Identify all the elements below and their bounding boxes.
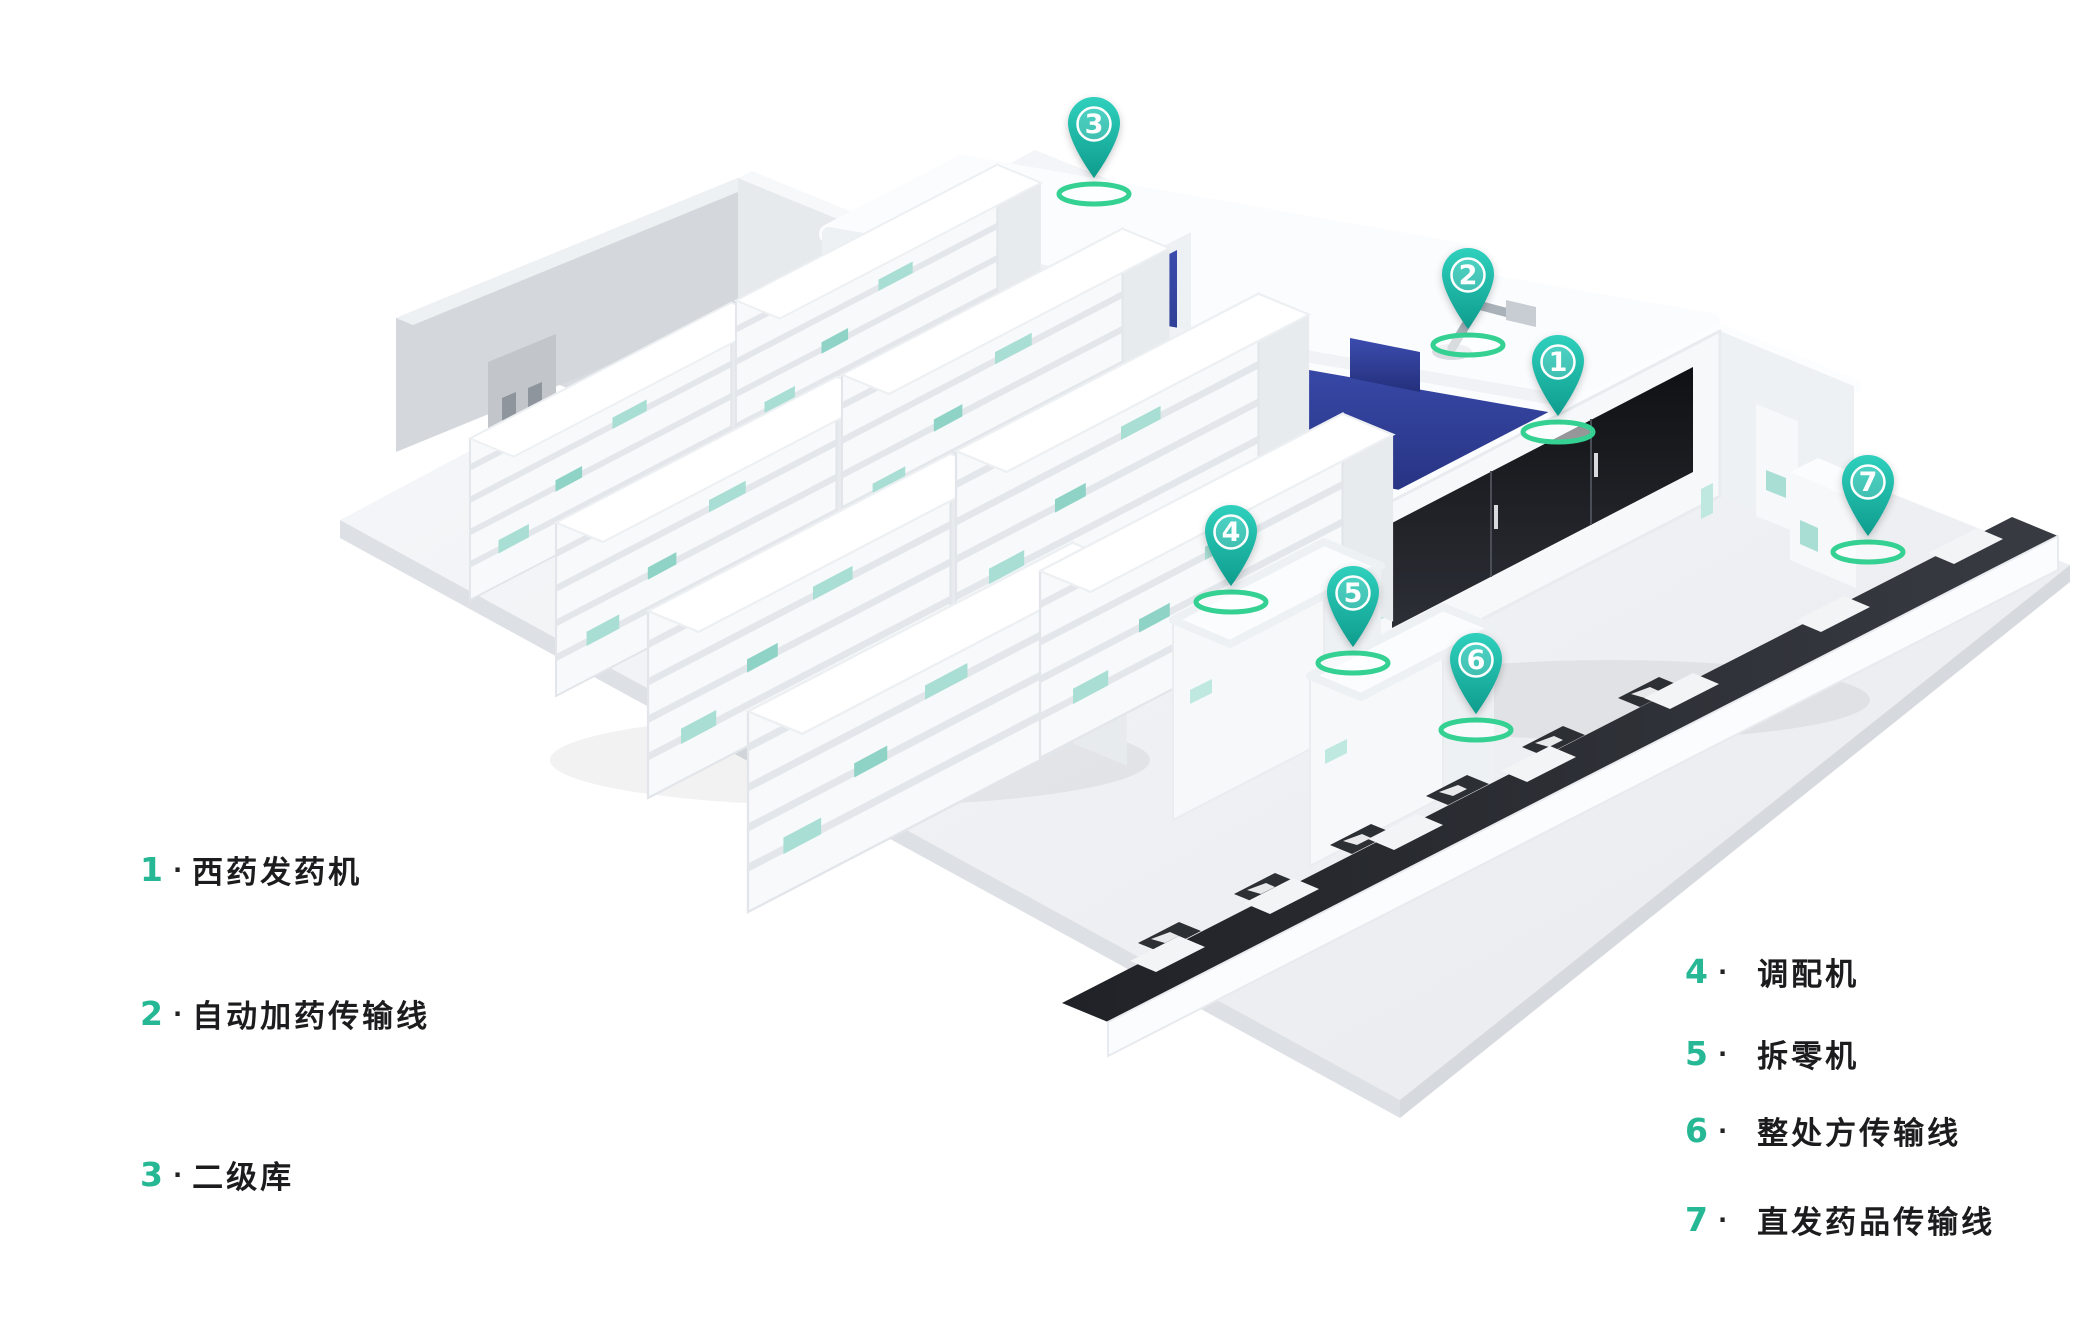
location-pin-icon: [1450, 633, 1502, 714]
pin-ground-ring: [1056, 181, 1132, 207]
legend-label: 直发药品传输线: [1757, 1205, 1996, 1241]
dispensing-machine: [1358, 324, 1884, 682]
location-pin-icon: [1205, 505, 1257, 586]
location-pin-icon: [1442, 248, 1494, 329]
legend-number: 1: [140, 850, 163, 889]
legend-number: 3: [140, 1155, 163, 1194]
legend-dot: ·: [172, 855, 183, 884]
direct-dispatch-conveyor: [1062, 517, 2059, 1058]
location-pin-icon: [1532, 335, 1584, 416]
pin-number: 2: [1458, 259, 1478, 291]
legend-dot: ·: [1717, 1039, 1728, 1068]
pin-ground-ring: [1315, 650, 1391, 676]
legend-dot: ·: [1717, 1205, 1728, 1234]
legend-item-6: 6 · 整处方传输线: [1685, 1108, 1961, 1153]
legend-label: 整处方传输线: [1757, 1116, 1962, 1152]
pin-number: 5: [1343, 577, 1363, 609]
pin-number: 3: [1084, 108, 1104, 140]
legend-number: 2: [140, 994, 163, 1033]
pin-number: 4: [1221, 516, 1241, 548]
refill-screen: [1350, 338, 1420, 392]
legend-dot: ·: [172, 999, 183, 1028]
legend-number: 6: [1685, 1111, 1708, 1150]
legend-item-5: 5 · 拆零机: [1685, 1031, 1859, 1076]
legend-number: 4: [1685, 952, 1708, 991]
pin-number: 7: [1858, 466, 1878, 498]
legend-item-3: 3 · 二级库: [140, 1152, 294, 1197]
dispenser-door-panel: [1392, 367, 1693, 628]
legend-label: 调配机: [1757, 957, 1860, 993]
pin-ground-ring: [1438, 717, 1514, 743]
legend-dot: ·: [1717, 957, 1728, 986]
pin-number: 1: [1548, 346, 1568, 378]
legend-dot: ·: [172, 1160, 183, 1189]
legend-label: 二级库: [192, 1160, 295, 1196]
legend-number: 7: [1685, 1200, 1708, 1239]
legend-item-7: 7 · 直发药品传输线: [1685, 1197, 1995, 1242]
pin-ground-ring: [1520, 419, 1596, 445]
pin-ground-ring: [1430, 332, 1506, 358]
conveyor-trays: [1130, 528, 2003, 972]
pin-ground-ring: [1193, 589, 1269, 615]
pin-ground-ring: [1830, 539, 1906, 565]
legend-item-1: 1 · 西药发药机: [140, 847, 362, 892]
legend-item-4: 4 · 调配机: [1685, 949, 1859, 994]
legend-label: 拆零机: [1757, 1039, 1860, 1075]
legend-label: 自动加药传输线: [192, 999, 431, 1035]
legend-number: 5: [1685, 1034, 1708, 1073]
location-pin-icon: [1068, 97, 1120, 178]
location-pin-icon: [1842, 455, 1894, 536]
legend-dot: ·: [1717, 1116, 1728, 1145]
pin-number: 6: [1466, 644, 1486, 676]
location-pin-icon: [1327, 566, 1379, 647]
legend-item-2: 2 · 自动加药传输线: [140, 991, 430, 1036]
legend-label: 西药发药机: [192, 855, 363, 891]
